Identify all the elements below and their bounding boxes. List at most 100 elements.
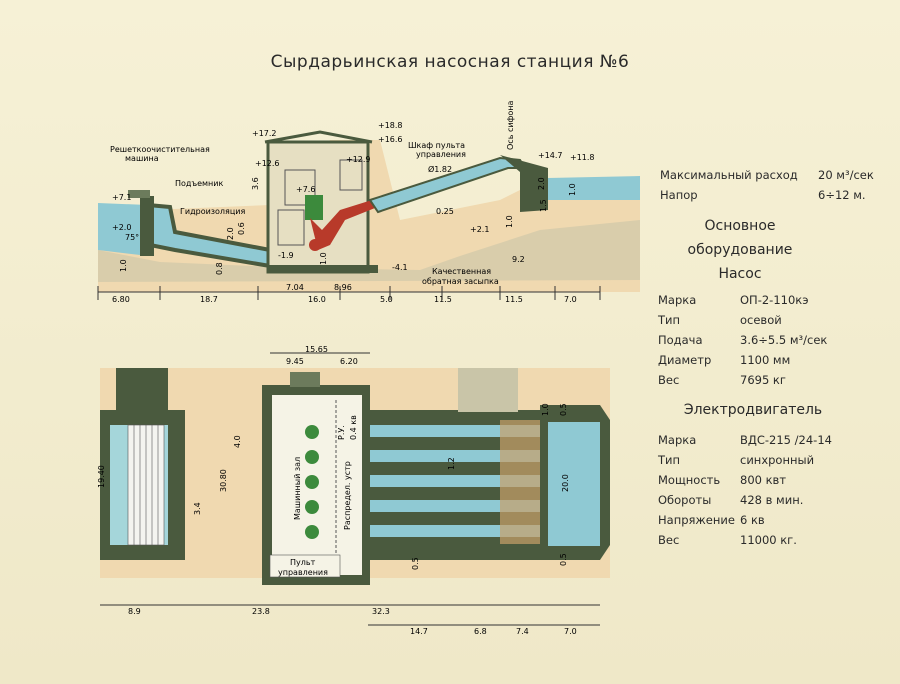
- pump-header: Насос: [718, 266, 762, 282]
- plan-dim-05c: 0.5: [559, 553, 568, 566]
- pipe-2: [370, 450, 540, 462]
- outlet-canal: [548, 176, 640, 200]
- plan-dim-238: 23.8: [252, 607, 270, 616]
- label-panel: Шкаф пульта: [408, 141, 465, 150]
- hall-entry: [290, 372, 320, 387]
- outlet-structure: [500, 155, 548, 212]
- plan-dim-10: 1.0: [541, 403, 550, 416]
- motor-outline: [284, 169, 316, 206]
- pump-value-1: осевой: [740, 313, 782, 327]
- panel-box: [339, 159, 363, 191]
- label-backfill: Качественная: [432, 267, 491, 276]
- label-siphon: Ось сифона: [506, 100, 515, 150]
- label-screen2: машина: [125, 154, 159, 163]
- level-129: +12.9: [346, 155, 371, 164]
- level-21: +2.1: [470, 225, 489, 234]
- motor-value-0: ВДС-215 /24-14: [740, 433, 832, 447]
- motor-value-1: синхронный: [740, 453, 815, 467]
- pump-impeller: [309, 239, 321, 251]
- plan-dim-74: 7.4: [516, 627, 529, 636]
- pump-unit-1: [305, 425, 319, 439]
- level-19: -1.9: [278, 251, 294, 260]
- plan-dim-200: 20.0: [561, 474, 570, 492]
- pump-unit-5: [305, 525, 319, 539]
- motor-label-1: Тип: [658, 453, 681, 467]
- spec-value-flow: 20 м³/сек: [818, 168, 874, 182]
- motor-header: Электродвигатель: [683, 402, 823, 418]
- forebay-water: [98, 203, 148, 255]
- label-hoist: Подъемник: [175, 179, 223, 188]
- spec-value-head: 6÷12 м.: [818, 188, 866, 202]
- dim-10a: 1.0: [119, 259, 128, 272]
- plan-dim-3080: 30.80: [219, 469, 228, 492]
- pump-units: [305, 425, 319, 539]
- dim-70: 7.0: [564, 295, 577, 304]
- motor: [305, 195, 323, 220]
- ground-band: [98, 220, 640, 282]
- pump-value-4: 7695 кг: [740, 373, 786, 387]
- pump-label-1: Тип: [658, 313, 681, 327]
- motor-value-5: 11000 кг.: [740, 533, 797, 547]
- dim-115b: 11.5: [505, 295, 523, 304]
- label-panel2: управления: [416, 150, 466, 159]
- dim-50: 5.0: [380, 295, 393, 304]
- dim-10c: 1.0: [568, 183, 577, 196]
- motor-label-3: Обороты: [658, 493, 712, 507]
- roof: [264, 130, 373, 144]
- level-20: +2.0: [112, 223, 131, 232]
- plan-dim-34: 3.4: [193, 502, 202, 515]
- pump-pipe: [310, 200, 375, 250]
- pump-label-0: Марка: [658, 293, 697, 307]
- label-angle: 75°: [125, 233, 139, 242]
- screen-machine: [128, 190, 150, 198]
- level-126: +12.6: [255, 159, 280, 168]
- motor-value-4: 6 кв: [740, 513, 765, 527]
- outlet-top: [458, 368, 518, 412]
- dim-680: 6.80: [112, 295, 130, 304]
- outlet-basin: [548, 422, 600, 546]
- section-main: Основное: [704, 218, 776, 234]
- plan-label-console2: управления: [278, 568, 328, 577]
- section-main2: оборудование: [687, 242, 793, 258]
- plan-label-hall: Машинный зал: [293, 457, 302, 520]
- level-188: +18.8: [378, 121, 403, 130]
- dim-187: 18.7: [200, 295, 218, 304]
- discharge-pipes: [370, 425, 540, 537]
- plan-dim-12: 1.2: [447, 457, 456, 470]
- page-title: Сырдарьинская насосная станция №6: [270, 52, 630, 72]
- motor-label-4: Напряжение: [658, 513, 735, 527]
- plan-dim-945: 9.45: [286, 357, 304, 366]
- level-118: +11.8: [570, 153, 595, 162]
- level-76: +7.6: [296, 185, 315, 194]
- valves: [500, 420, 540, 544]
- dim-160: 16.0: [308, 295, 326, 304]
- level-71: +7.1: [112, 193, 131, 202]
- dim-08: 0.8: [215, 262, 224, 275]
- label-screen: Решеткоочистительная: [110, 145, 210, 154]
- plan-label-ru-kv: 0.4 кв: [349, 415, 358, 440]
- pump-label-3: Диаметр: [658, 353, 712, 367]
- label-pipe-d: Ø1.82: [428, 164, 452, 174]
- plan-label-ru: Р.У.: [337, 425, 346, 440]
- pipe-4: [370, 500, 540, 512]
- dim-15: 1.5: [539, 199, 548, 212]
- pump-unit-2: [305, 450, 319, 464]
- pipe-5: [370, 525, 540, 537]
- building-base: [268, 265, 378, 273]
- dim-704: 7.04: [286, 283, 304, 292]
- plan-label-rs: Распредел. устр: [343, 461, 352, 530]
- screen-bars: [127, 424, 165, 546]
- pump-unit-3: [305, 475, 319, 489]
- plan-dim-1940: 19.40: [97, 465, 106, 488]
- stairs: [277, 209, 305, 246]
- level-41: -4.1: [392, 263, 408, 272]
- dim-06: 0.6: [237, 222, 246, 235]
- motor-label-2: Мощность: [658, 473, 721, 487]
- label-backfill2: обратная засыпка: [422, 277, 499, 286]
- pump-unit-4: [305, 500, 319, 514]
- pump-value-2: 3.6÷5.5 м³/сек: [740, 333, 828, 347]
- label-waterproof: Гидроизоляция: [180, 207, 246, 216]
- plan-dim-323: 32.3: [372, 607, 390, 616]
- motor-value-2: 800 квт: [740, 473, 787, 487]
